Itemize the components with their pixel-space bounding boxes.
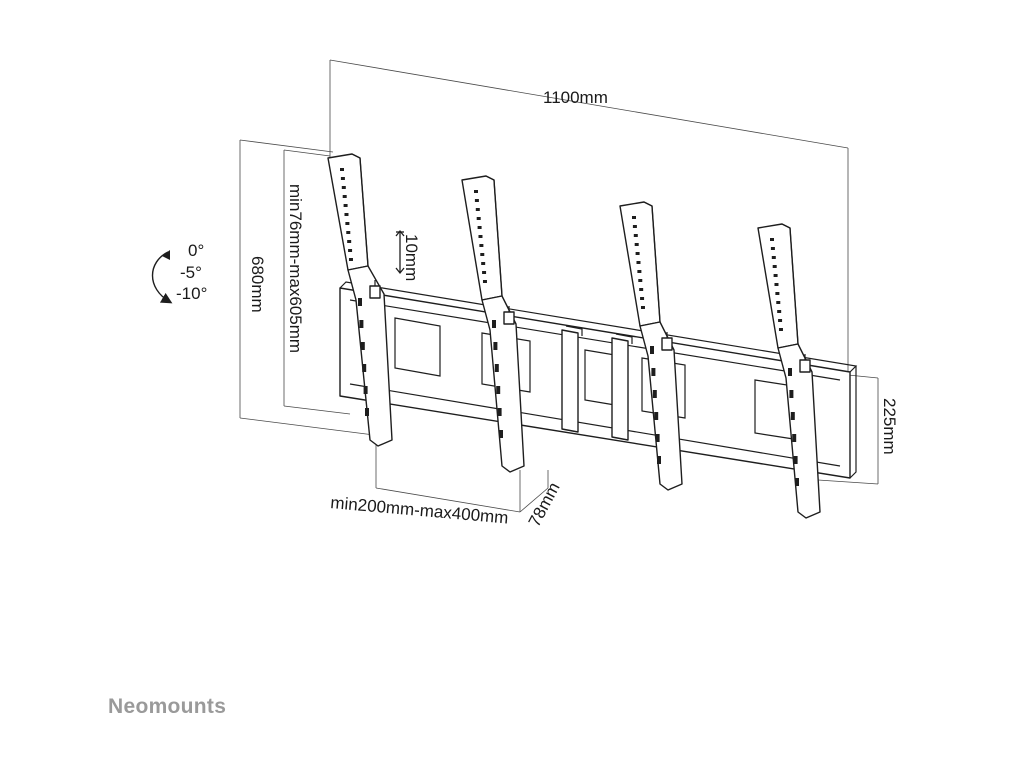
adjust-hole [640, 297, 645, 300]
adjust-hole [772, 265, 777, 268]
lower-slot [365, 408, 369, 416]
lower-slot [792, 434, 797, 442]
tilt-0-label: 0° [188, 241, 204, 260]
height-label: 680mm [248, 256, 267, 313]
adjust-hole [474, 199, 479, 202]
adjust-hole [636, 261, 641, 264]
frame-height-label: 225mm [880, 398, 899, 455]
adjust-hole [632, 225, 637, 228]
lower-slot [650, 346, 654, 354]
adjust-hole [345, 222, 350, 225]
lower-slot [492, 320, 496, 328]
adjust-hole [770, 238, 774, 241]
adjust-range-label: min76mm-max605mm [286, 184, 305, 353]
adjust-hole [632, 216, 636, 219]
adjust-hole [770, 247, 775, 250]
adjust-hole [478, 235, 483, 238]
lower-slot [790, 412, 795, 420]
adjust-hole [342, 195, 347, 198]
adjust-hole [347, 240, 352, 243]
lower-slot [362, 364, 367, 372]
lower-slot [788, 368, 792, 376]
wall-frame [339, 281, 858, 479]
adjust-hole [481, 262, 486, 265]
adjust-hole [348, 258, 353, 261]
lower-slot [493, 342, 498, 350]
adjust-hole [340, 177, 345, 180]
adjust-hole [474, 190, 478, 193]
adjust-hole [778, 328, 783, 331]
lower-slot [657, 456, 661, 464]
adjust-hole [343, 204, 348, 207]
lower-slot [496, 386, 501, 394]
adjust-hole [634, 243, 639, 246]
tilt-10-label: -10° [176, 284, 207, 303]
lower-slot [793, 456, 798, 464]
step-arrow [395, 229, 405, 275]
adjust-hole [344, 213, 349, 216]
lower-slot [655, 434, 660, 442]
adjust-hole [771, 256, 776, 259]
lower-slot [654, 412, 659, 420]
adjust-hole [637, 270, 642, 273]
lower-slot [499, 430, 503, 438]
adjust-hole [775, 292, 780, 295]
lower-slot [651, 368, 656, 376]
tilt-5-label: -5° [180, 263, 202, 282]
adjust-hole [480, 253, 485, 256]
vertical-arm-1 [327, 153, 393, 447]
dimension-lines [239, 59, 879, 513]
adjust-hole [778, 319, 783, 322]
adjust-hole [774, 283, 779, 286]
adjust-hole [633, 234, 638, 237]
adjust-hole [773, 274, 778, 277]
adjust-hole [341, 186, 346, 189]
lower-slot [789, 390, 794, 398]
lower-slot [494, 364, 499, 372]
adjust-hole [476, 217, 481, 220]
step-label: 10mm [402, 234, 421, 281]
adjust-hole [635, 252, 640, 255]
adjust-hole [639, 288, 644, 291]
adjust-hole [776, 301, 781, 304]
brand-logo: Neomounts [108, 695, 226, 718]
adjust-hole [346, 231, 351, 234]
lower-slot [795, 478, 799, 486]
adjust-hole [638, 279, 643, 282]
spacing-label: min200mm-max400mm [330, 493, 510, 527]
lower-slot [360, 342, 365, 350]
lower-slot [652, 390, 657, 398]
adjust-hole [479, 244, 484, 247]
depth-label: 78mm [525, 479, 564, 530]
lower-slot [363, 386, 368, 394]
tilt-arrow-icon [152, 250, 173, 304]
adjust-hole [477, 226, 482, 229]
adjust-hole [475, 208, 480, 211]
lower-slot [358, 298, 362, 306]
lower-slot [497, 408, 502, 416]
adjust-hole [340, 168, 344, 171]
width-label: 1100mm [543, 88, 608, 107]
adjust-hole [640, 306, 645, 309]
adjust-hole [482, 280, 487, 283]
lower-slot [359, 320, 364, 328]
adjust-hole [777, 310, 782, 313]
arm-adjustment-holes [340, 168, 799, 486]
adjust-hole [482, 271, 487, 274]
adjust-hole [348, 249, 353, 252]
